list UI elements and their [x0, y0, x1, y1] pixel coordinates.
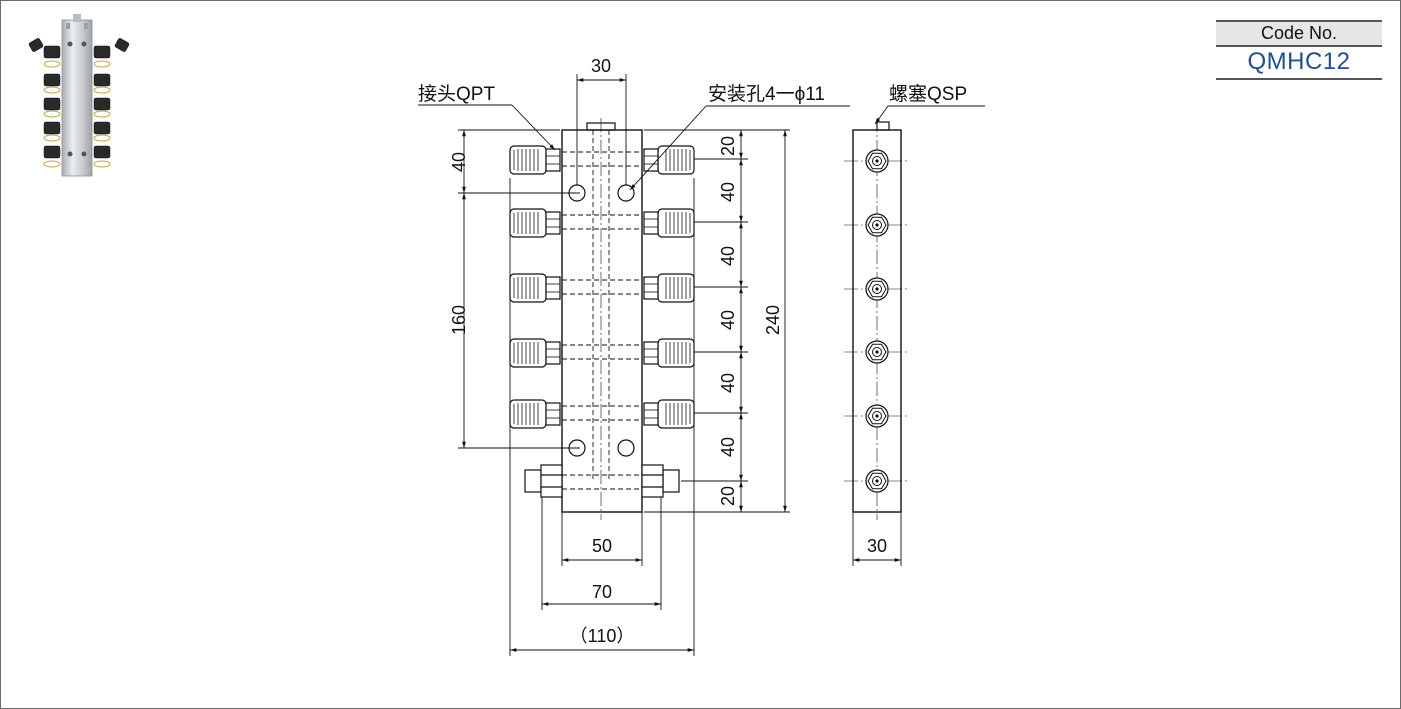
dim-right-labels: 20 40 40 40 40 40 20 240 [718, 136, 783, 506]
dim-left-top-label: 40 [449, 152, 469, 172]
dim-total-height-label: 240 [763, 305, 783, 335]
callout-holes: 安装孔4一ϕ11 [708, 83, 825, 105]
dim-pitch-label: 20 [718, 136, 738, 156]
dim-bottom [509, 178, 695, 656]
dim-bottom-50-label: 50 [592, 536, 612, 556]
code-value: QMHC12 [1216, 47, 1382, 80]
dim-right [644, 129, 790, 513]
dim-pitch-label: 40 [718, 246, 738, 266]
dim-top-width-label: 30 [591, 56, 611, 76]
mounting-holes [568, 184, 635, 457]
dim-bottom-70-label: 70 [592, 582, 612, 602]
side-view [844, 118, 910, 520]
code-label: Code No. [1216, 20, 1382, 47]
callout-plug: 螺塞QSP [889, 83, 967, 105]
dim-pitch-label: 40 [718, 437, 738, 457]
callout-leaders [418, 104, 985, 191]
product-photo [28, 14, 130, 177]
front-view [561, 118, 643, 520]
dim-left-span-label: 160 [449, 305, 469, 335]
dim-top-width [576, 74, 627, 185]
dim-pitch-label: 40 [718, 310, 738, 330]
dim-pitch-label: 40 [718, 373, 738, 393]
dim-left [458, 129, 580, 449]
dim-bottom-110-label: （110） [570, 626, 635, 646]
fittings [509, 145, 695, 498]
dim-pitch-label: 40 [718, 182, 738, 202]
dim-side-width [852, 512, 902, 566]
code-box: Code No. QMHC12 [1216, 20, 1382, 80]
dim-pitch-label: 20 [718, 486, 738, 506]
dim-side-width-label: 30 [867, 536, 887, 556]
callout-joint: 接头QPT [418, 83, 495, 105]
